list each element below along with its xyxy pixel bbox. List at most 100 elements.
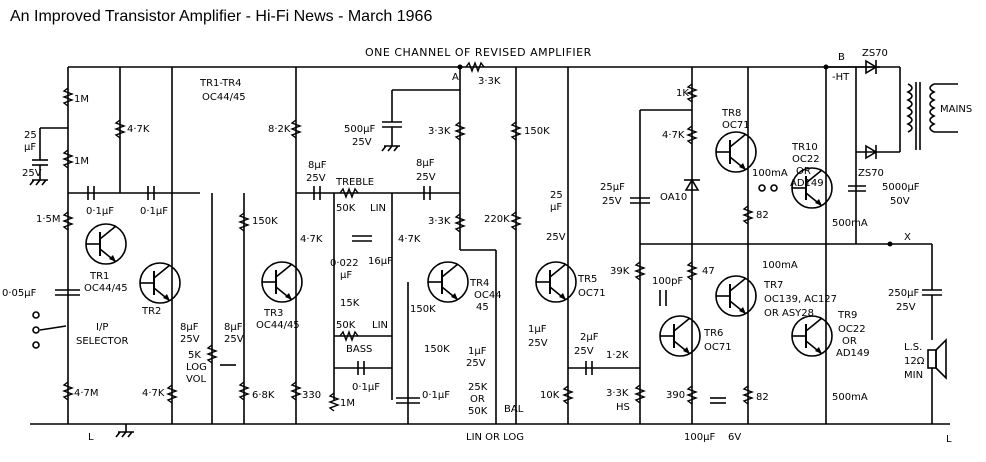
label-oc44-45: OC44/45 <box>202 92 246 103</box>
label-r-4-7m: 4·7M <box>74 388 99 399</box>
resistor-icon <box>290 381 302 401</box>
label-c-1uf-b-v: 25V <box>528 338 548 349</box>
label-c-8uf-a: 8µF <box>180 322 199 333</box>
label-ip-selector-1: I/P <box>96 322 108 333</box>
label-tr1: TR1 <box>89 271 109 282</box>
ground-icon <box>115 431 134 438</box>
label-c-25uf-v: 25V <box>22 168 42 179</box>
label-lin-or-log: LIN OR LOG <box>466 432 524 443</box>
resistor-icon <box>166 384 178 404</box>
label-ls-1: L.S. <box>904 342 922 353</box>
label-r-47: 47 <box>702 266 715 277</box>
resistor-icon <box>686 83 698 103</box>
label-tr8: TR8 <box>721 108 741 119</box>
resistor-icon <box>742 205 754 225</box>
label-c-250uf-v: 25V <box>896 302 916 313</box>
label-r-390: 390 <box>666 390 685 401</box>
label-tr2: TR2 <box>141 306 161 317</box>
label-node-b: B <box>838 52 845 63</box>
label-hs: HS <box>616 402 630 413</box>
label-r-4-7k-c: 4·7K <box>300 234 323 245</box>
label-r-3-3k-b: 3·3K <box>428 126 451 137</box>
schematic-subtitle: ONE CHANNEL OF REVISED AMPLIFIER <box>365 46 592 59</box>
label-c-5000uf-v: 50V <box>890 196 910 207</box>
ground-icon <box>29 179 48 186</box>
label-r-1-2k: 1·2K <box>606 350 629 361</box>
resistor-icon <box>686 385 698 405</box>
resistor-icon <box>686 125 698 145</box>
transistor-icon <box>659 315 701 357</box>
label-c-500uf-v: 25V <box>352 137 372 148</box>
resistor-icon <box>562 385 574 405</box>
label-r-150k-a: 150K <box>252 216 278 227</box>
label-tr7-t1: OC139, AC127 <box>764 294 837 305</box>
label-r-50k-b: 50K <box>336 320 356 331</box>
transistor-icon <box>535 261 577 303</box>
label-r-6-8k: 6·8K <box>252 390 275 401</box>
label-tr9: TR9 <box>837 310 857 321</box>
resistor-icon <box>238 212 250 232</box>
label-c-1uf-b: 1µF <box>528 324 547 335</box>
label-c-8uf-c: 8µF <box>308 160 327 171</box>
label-d-oa10: OA10 <box>660 192 687 203</box>
label-vol-3: VOL <box>186 374 207 385</box>
label-fuse-100ma-b: 100mA <box>762 260 798 271</box>
resistor-icon <box>328 392 340 412</box>
label-c-2uf-v: 25V <box>574 346 594 357</box>
label-tr4-t1: OC44 <box>474 290 502 301</box>
label-r-330: 330 <box>302 390 321 401</box>
resistor-icon <box>290 119 302 139</box>
label-c-1uf-a: 1µF <box>468 346 487 357</box>
label-fuse-500ma-b: 500mA <box>832 392 868 403</box>
label-tr8-t: OC71 <box>722 120 750 131</box>
label-tr10-t3: AD149 <box>790 178 824 189</box>
label-tr7-t2: OR ASY28 <box>764 308 814 319</box>
label-r-4-7k-d: 4·7K <box>398 234 421 245</box>
diode-icon <box>865 59 878 75</box>
label-tr5: TR5 <box>577 274 597 285</box>
label-c-1uf-a-v: 25V <box>466 358 486 369</box>
label-r-25k-2: OR <box>470 394 485 405</box>
transformer-icon <box>906 82 958 150</box>
label-tr6: TR6 <box>703 328 723 339</box>
label-c-2uf: 2µF <box>580 332 599 343</box>
label-c-16uf: 16µF <box>368 256 393 267</box>
transistor-icon <box>139 262 181 304</box>
label-r-1-5m: 1·5M <box>36 214 61 225</box>
label-zs70-b: ZS70 <box>858 168 884 179</box>
resistor-icon <box>454 213 466 233</box>
speaker-icon <box>927 338 947 380</box>
potentiometer-icon <box>339 187 359 199</box>
label-c-01-d: 0·1µF <box>422 390 450 401</box>
label-c-25uf-c-v: 25V <box>602 196 622 207</box>
label-c-5000uf: 5000µF <box>882 182 920 193</box>
label-c-8uf-b: 8µF <box>224 322 243 333</box>
label-r-50k-a: 50K <box>336 203 356 214</box>
label-c-25uf-b-u: µF <box>550 202 562 213</box>
label-r-3-3k-a: 3·3K <box>478 76 501 87</box>
label-treble: TREBLE <box>335 177 374 188</box>
label-c-250uf: 250µF <box>888 288 919 299</box>
label-l-right: L <box>946 434 952 445</box>
label-r-3-3k-c: 3·3K <box>428 216 451 227</box>
label-r-4-7k-a: 4·7K <box>127 124 150 135</box>
label-r-82-b: 82 <box>756 392 769 403</box>
label-c-8uf-d-v: 25V <box>416 172 436 183</box>
label-minus-ht: -HT <box>832 72 850 83</box>
label-fuse-500ma-a: 500mA <box>832 218 868 229</box>
label-node-x: X <box>904 232 911 243</box>
label-r-39k: 39K <box>610 266 630 277</box>
label-tr6-t: OC71 <box>704 342 732 353</box>
label-r-220k: 220K <box>484 214 510 225</box>
label-l-left: L <box>88 432 94 443</box>
label-ip-selector-2: SELECTOR <box>76 336 129 347</box>
resistor-icon <box>62 149 74 169</box>
label-lin1: LIN <box>370 203 386 214</box>
label-r-15k: 15K <box>340 298 360 309</box>
resistor-icon <box>510 121 522 141</box>
label-c-8uf-a-v: 25V <box>180 334 200 345</box>
ground-icon <box>381 145 400 152</box>
label-tr3: TR3 <box>263 308 283 319</box>
label-bass: BASS <box>346 344 372 355</box>
